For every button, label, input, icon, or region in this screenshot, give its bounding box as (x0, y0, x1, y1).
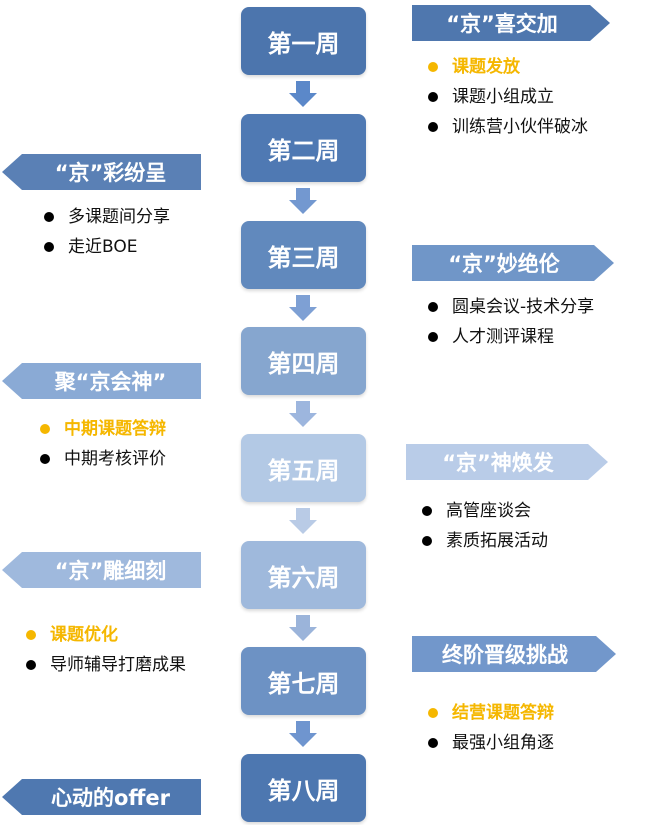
list-item: 导师辅导打磨成果 (18, 650, 186, 680)
section-5-title-tag: “京”神焕发 (406, 444, 608, 480)
bullet-icon (428, 738, 438, 748)
list-item: 高管座谈会 (414, 496, 548, 526)
week-8-label: 第八周 (267, 776, 340, 805)
bullet-icon (422, 536, 432, 546)
list-item: 中期考核评价 (32, 444, 166, 474)
week-2-label: 第二周 (267, 136, 340, 165)
bullet-icon (428, 708, 438, 718)
bullet-icon (422, 506, 432, 516)
list-item: 结营课题答辩 (420, 698, 554, 728)
section-1-title-tag: “京”喜交加 (412, 5, 610, 41)
week-4-label: 第四周 (267, 349, 340, 378)
section-4-title: 聚“京会神” (54, 370, 167, 394)
section-8-title-tag: 心动的offer (2, 779, 201, 815)
section-3-title-tag: “京”妙绝伦 (412, 245, 614, 281)
down-arrow-icon (288, 79, 318, 109)
bullet-icon (40, 454, 50, 464)
down-arrow-icon (288, 293, 318, 323)
down-arrow-icon (288, 186, 318, 216)
week-6-box: 第六周 (241, 541, 366, 609)
week-4-box: 第四周 (241, 327, 366, 395)
section-3-title: “京”妙绝伦 (448, 252, 560, 276)
week-7-box: 第七周 (241, 647, 366, 715)
section-5-items: 高管座谈会 素质拓展活动 (414, 496, 548, 556)
section-2-title-tag: “京”彩纷呈 (2, 154, 201, 190)
list-item: 中期课题答辩 (32, 414, 166, 444)
bullet-icon (428, 302, 438, 312)
week-1-box: 第一周 (241, 7, 366, 75)
week-1-label: 第一周 (267, 29, 340, 58)
section-6-title-tag: “京”雕细刻 (2, 552, 201, 588)
section-7-title: 终阶晋级挑战 (442, 643, 568, 667)
list-item: 课题小组成立 (420, 82, 588, 112)
list-item: 素质拓展活动 (414, 526, 548, 556)
section-4-items: 中期课题答辩 中期考核评价 (32, 414, 166, 474)
section-8-title: 心动的offer (50, 786, 171, 810)
section-2-items: 多课题间分享 走近BOE (36, 202, 170, 262)
list-item: 多课题间分享 (36, 202, 170, 232)
bullet-icon (44, 212, 54, 222)
section-3-items: 圆桌会议-技术分享 人才测评课程 (420, 292, 594, 352)
section-6-title: “京”雕细刻 (54, 559, 167, 583)
list-item: 课题优化 (18, 620, 186, 650)
section-4-title-tag: 聚“京会神” (2, 363, 201, 399)
bullet-icon (428, 332, 438, 342)
down-arrow-icon (288, 613, 318, 643)
week-2-box: 第二周 (241, 114, 366, 182)
bullet-icon (428, 92, 438, 102)
list-item: 走近BOE (36, 232, 170, 262)
list-item: 人才测评课程 (420, 322, 594, 352)
week-7-label: 第七周 (267, 669, 340, 698)
section-1-items: 课题发放 课题小组成立 训练营小伙伴破冰 (420, 52, 588, 142)
week-3-label: 第三周 (267, 243, 340, 272)
section-7-items: 结营课题答辩 最强小组角逐 (420, 698, 554, 758)
section-5-title: “京”神焕发 (442, 451, 554, 475)
list-item: 课题发放 (420, 52, 588, 82)
down-arrow-icon (288, 399, 318, 429)
down-arrow-icon (288, 719, 318, 749)
bullet-icon (26, 660, 36, 670)
section-7-title-tag: 终阶晋级挑战 (412, 636, 616, 672)
week-3-box: 第三周 (241, 221, 366, 289)
list-item: 最强小组角逐 (420, 728, 554, 758)
bullet-icon (428, 122, 438, 132)
section-2-title: “京”彩纷呈 (54, 161, 167, 185)
week-8-box: 第八周 (241, 754, 366, 822)
bullet-icon (40, 424, 50, 434)
list-item: 训练营小伙伴破冰 (420, 112, 588, 142)
week-5-box: 第五周 (241, 434, 366, 502)
week-5-label: 第五周 (267, 456, 340, 485)
bullet-icon (26, 630, 36, 640)
section-6-items: 课题优化 导师辅导打磨成果 (18, 620, 186, 680)
section-1-title: “京”喜交加 (446, 12, 558, 36)
down-arrow-icon (288, 506, 318, 536)
list-item: 圆桌会议-技术分享 (420, 292, 594, 322)
week-6-label: 第六周 (267, 563, 340, 592)
bullet-icon (428, 62, 438, 72)
bullet-icon (44, 242, 54, 252)
